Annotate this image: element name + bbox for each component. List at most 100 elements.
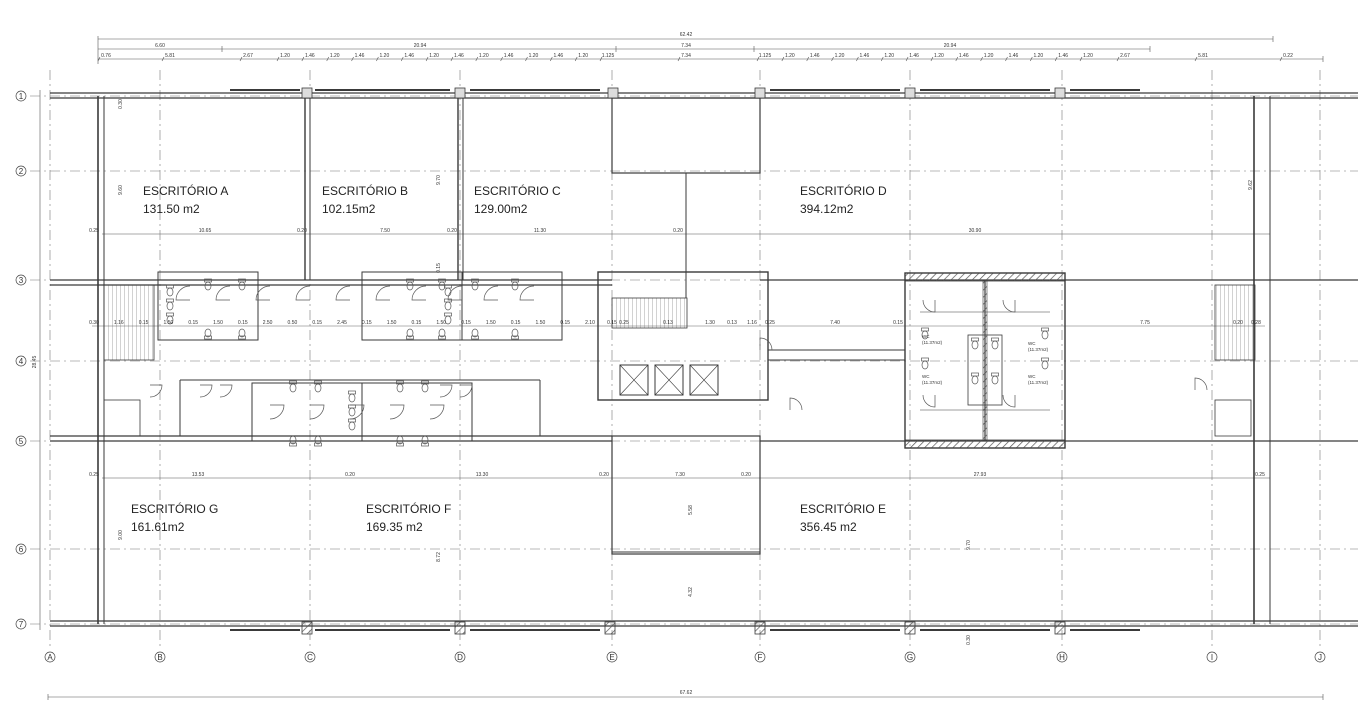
tier3-dimension: 1.20 (884, 53, 894, 59)
dimension-tick (450, 56, 454, 62)
corridor-dimension: 1.50 (387, 320, 397, 326)
overall-top-dimension: 62.42 (680, 32, 693, 38)
corridor-dimension: 0.25 (619, 320, 629, 326)
corridor-dimension: 0.15 (893, 320, 903, 326)
toilet-tank (971, 337, 979, 342)
grid-label-row: 5 (19, 437, 24, 446)
tier3-dimension: 1.125 (759, 53, 772, 59)
corridor-dimension: 1.50 (486, 320, 496, 326)
dimension-tick (955, 56, 959, 62)
wc-area: (11.37m2) (1028, 347, 1049, 352)
vertical-overall-dimension: 28.45 (32, 356, 38, 369)
dimension-tick (400, 56, 404, 62)
tier3-dimension: 1.46 (860, 53, 870, 59)
grid-bubble-col (44, 651, 56, 663)
vertical-dimension: 0.30 (118, 99, 124, 109)
corridor-dimension: 0.15 (607, 320, 617, 326)
corridor-dimension: 0.13 (727, 320, 737, 326)
grid-bubble-col (606, 651, 618, 663)
tier3-dimension: 1.46 (959, 53, 969, 59)
grid-label-col: I (1211, 653, 1213, 662)
tier3-dimension: 1.46 (454, 53, 464, 59)
room-area-f: 169.35 m2 (366, 520, 423, 534)
grid-bubble-col (1056, 651, 1068, 663)
toilet-tank (166, 284, 174, 289)
tier3-dimension: 7.34 (681, 53, 691, 59)
toilet-tank (511, 278, 519, 283)
lower-band-dimension: 27.93 (974, 472, 987, 478)
room-name-c: ESCRITÓRIO C (474, 183, 561, 198)
toilet-tank (444, 284, 452, 289)
lower-band-dimension: 0.20 (345, 472, 355, 478)
door-swing (349, 404, 365, 420)
vertical-dimension: 0.15 (436, 263, 442, 273)
upper-band-dimension: 0.20 (447, 228, 457, 234)
toilet-fixture (289, 383, 297, 393)
tier3-dimension: 1.20 (380, 53, 390, 59)
grid-bubble-row (15, 355, 27, 367)
dimension-tick (301, 56, 305, 62)
vertical-dimension: 5.58 (688, 505, 694, 515)
tier3-dimension: 1.20 (479, 53, 489, 59)
dimension-tick (781, 56, 785, 62)
tier3-dimension: 2.67 (243, 53, 253, 59)
grid-label-col: F (758, 653, 763, 662)
toilet-fixture (1041, 330, 1049, 340)
room-area-d: 394.12m2 (800, 202, 854, 216)
toilet-tank (289, 442, 297, 447)
door-swing (922, 394, 936, 408)
toilet-fixture (438, 328, 446, 338)
grid-bubble-row (15, 435, 27, 447)
wc-name: WC (922, 334, 930, 339)
grid-bubble-col (454, 651, 466, 663)
upper-band-dimension: 30.90 (969, 228, 982, 234)
toilet-fixture (971, 340, 979, 350)
grid-bubble-row (15, 543, 27, 555)
tier3-dimension: 1.46 (810, 53, 820, 59)
upper-band-dimension: 7.50 (380, 228, 390, 234)
door-swing (759, 337, 773, 351)
toilet-fixture (289, 435, 297, 445)
toilet-fixture (348, 421, 356, 431)
tier2-dimension: 20.94 (944, 43, 957, 49)
toilet-fixture (991, 340, 999, 350)
toilet-fixture (314, 383, 322, 393)
vertical-dimension: 9.60 (118, 185, 124, 195)
toilet-tank (314, 380, 322, 385)
toilet-fixture (166, 301, 174, 311)
dimension-tick (1279, 56, 1283, 62)
dimension-tick (1079, 56, 1083, 62)
door-swing (429, 404, 445, 420)
corridor-dimension: 1.50 (536, 320, 546, 326)
room-name-e: ESCRITÓRIO E (800, 501, 886, 516)
dimension-tick (425, 56, 429, 62)
grid-label-col: G (907, 653, 913, 662)
corridor-dimension: 7.40 (830, 320, 840, 326)
toilet-fixture (438, 281, 446, 291)
toilet-fixture (511, 328, 519, 338)
room-name-b: ESCRITÓRIO B (322, 183, 408, 198)
room-name-g: ESCRITÓRIO G (131, 501, 218, 516)
grid-bubble-col (1206, 651, 1218, 663)
toilet-fixture (348, 407, 356, 417)
tier2-dimension: 6.60 (155, 43, 165, 49)
corridor-dimension: 0.15 (511, 320, 521, 326)
room-area-g: 161.61m2 (131, 520, 185, 534)
toilet-tank (396, 380, 404, 385)
tier3-dimension: 2.67 (1120, 53, 1130, 59)
corridor-dimension: 2.50 (263, 320, 273, 326)
dimension-tick (806, 56, 809, 62)
corridor-dimension: 0.15 (139, 320, 149, 326)
toilet-fixture (471, 281, 479, 291)
toilet-fixture (921, 360, 929, 370)
tier3-dimension: 1.125 (602, 53, 615, 59)
sanitary-fixtures (149, 278, 1208, 447)
door-swing (199, 384, 213, 398)
dimension-tick (756, 56, 760, 62)
vertical-dimension: 9.62 (1248, 180, 1254, 190)
grid-bubble-row (15, 165, 27, 177)
vertical-dimension: 4.32 (688, 587, 694, 597)
